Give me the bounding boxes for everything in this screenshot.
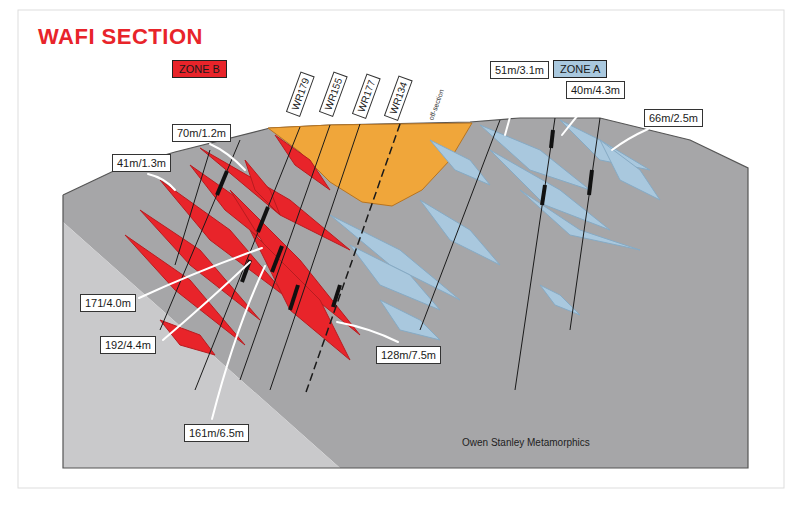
label-text: WR177 [355, 79, 377, 114]
label-text: ZONE A [560, 63, 600, 75]
drillhole-label: WR179 [286, 71, 315, 117]
label-text: 192/4.4m [105, 339, 151, 351]
intercept-label: 41m/1.3m [112, 154, 171, 172]
note-label: off-section [427, 88, 445, 121]
label-text: WR155 [322, 77, 344, 112]
intercept-label: 40m/4.3m [566, 81, 625, 99]
label-text: 41m/1.3m [117, 157, 166, 169]
intercept-label: 70m/1.2m [172, 124, 231, 142]
intercept-label: 192/4.4m [100, 336, 156, 354]
label-text: 66m/2.5m [649, 112, 698, 124]
label-text: WR179 [289, 77, 311, 112]
label-text: 161m/6.5m [189, 427, 244, 439]
drillhole-label: WR155 [319, 71, 348, 117]
intercept-label: 161m/6.5m [184, 424, 249, 442]
intercept-label: 66m/2.5m [644, 109, 703, 127]
label-text: 70m/1.2m [177, 127, 226, 139]
label-text: WR134 [387, 81, 409, 116]
intercept-label: 128m/7.5m [376, 346, 441, 364]
zone-label: ZONE A [553, 60, 607, 78]
zone-label: ZONE B [172, 60, 227, 78]
section-title: WAFI SECTION [38, 24, 203, 50]
label-text: 51m/3.1m [495, 64, 544, 76]
intercept-label: 171/4.0m [80, 294, 136, 312]
drillhole-label: WR134 [384, 75, 413, 121]
rock-unit-label: Owen Stanley Metamorphics [462, 437, 590, 448]
label-text: 128m/7.5m [381, 349, 436, 361]
label-text: 171/4.0m [85, 297, 131, 309]
drillhole-label: WR177 [352, 73, 381, 119]
label-text: ZONE B [179, 63, 220, 75]
label-text: 40m/4.3m [571, 84, 620, 96]
intercept-label: 51m/3.1m [490, 61, 549, 79]
